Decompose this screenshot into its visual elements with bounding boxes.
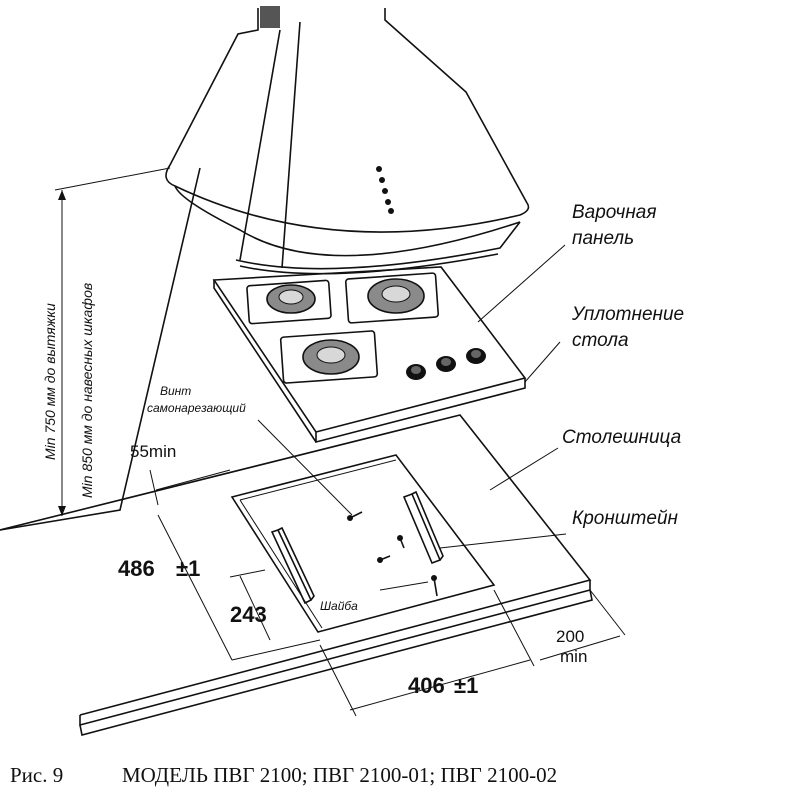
label-seal-line2: стола	[572, 330, 629, 351]
label-screw-line1: Винт	[160, 384, 191, 398]
screws	[347, 511, 438, 597]
hood-control-buttons	[376, 166, 394, 214]
label-height-cabinets: Min 850 мм до навесных шкафов	[79, 283, 95, 498]
label-washer: Шайба	[320, 599, 358, 613]
dim-width-tolerance: ±1	[454, 673, 478, 698]
range-hood	[165, 6, 530, 275]
cooktop	[212, 266, 527, 444]
dimension-lines	[54, 167, 626, 717]
burner-rear-right	[344, 272, 440, 324]
dim-half-depth: 243	[230, 602, 267, 627]
dim-rear-clearance-value: 200	[556, 627, 584, 646]
label-cooktop-line2: панель	[572, 228, 634, 249]
label-screw-line2: самонарезающий	[147, 401, 246, 415]
dim-front-clearance: 55min	[130, 442, 176, 461]
bracket-right	[402, 490, 444, 565]
control-knobs	[406, 348, 486, 380]
label-height-hood: Min 750 мм до вытяжки	[42, 303, 58, 460]
label-bracket: Кронштейн	[572, 508, 679, 529]
countertop	[0, 167, 593, 736]
burner-rear-left	[246, 279, 332, 325]
burner-front-left	[279, 330, 379, 384]
caption-text: МОДЕЛЬ ПВГ 2100; ПВГ 2100-01; ПВГ 2100-0…	[122, 763, 557, 787]
label-countertop: Столешница	[562, 427, 681, 448]
dim-rear-clearance-unit: min	[560, 647, 587, 666]
cutout	[230, 454, 496, 633]
bracket-left	[270, 526, 315, 605]
caption-figure-number: Рис. 9	[10, 763, 63, 787]
label-cooktop-line1: Варочная	[572, 202, 657, 223]
dim-depth-tolerance: ±1	[176, 556, 200, 581]
dim-width: 406	[408, 673, 445, 698]
dim-depth: 486	[118, 556, 155, 581]
hood-vent-grille	[260, 6, 280, 28]
label-seal-line1: Уплотнение	[571, 304, 684, 325]
leader-lines	[257, 244, 567, 591]
